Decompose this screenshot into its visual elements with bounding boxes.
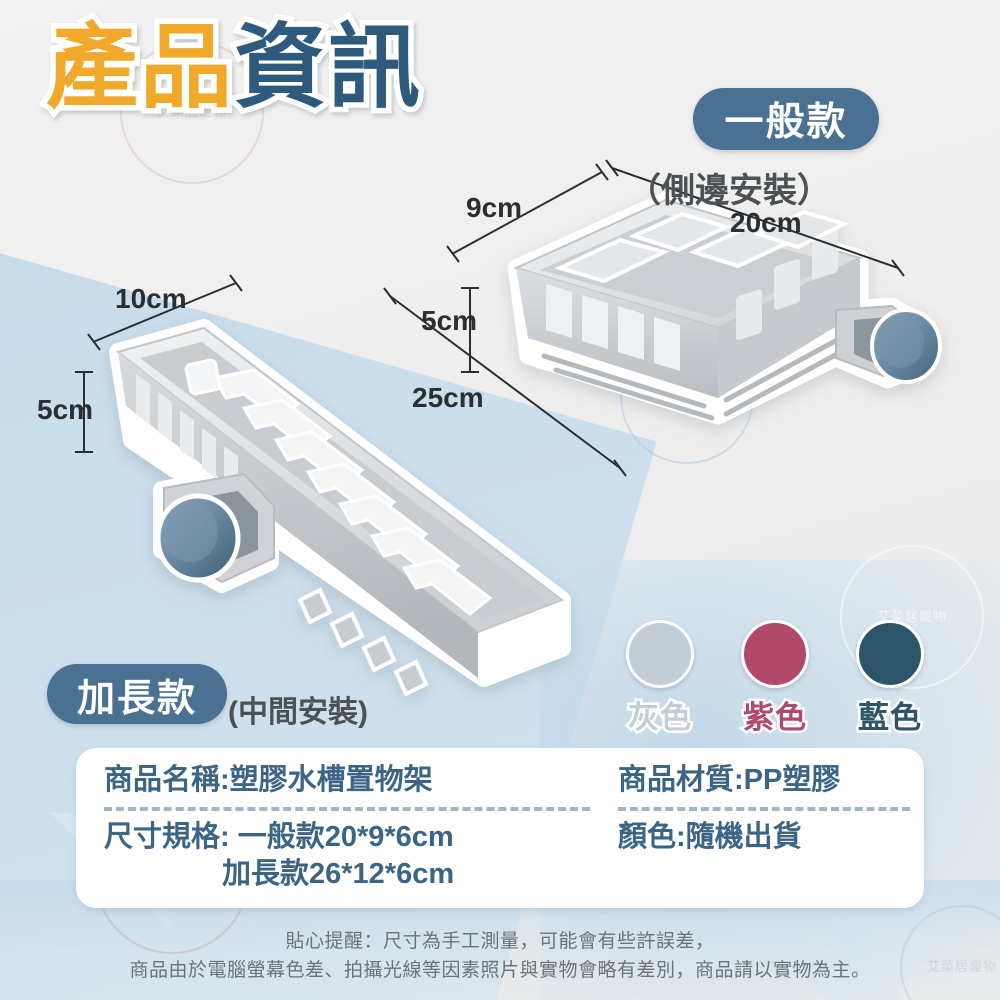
info-column-right: 商品材質:PP塑膠 顏色:隨機出貨	[604, 762, 924, 908]
dimension-label-depth-standard: 9cm	[466, 192, 523, 223]
info-material: 商品材質:PP塑膠	[618, 764, 841, 796]
dimension-label-height-long: 5cm	[37, 394, 94, 425]
color-label-gray: 灰色	[626, 698, 694, 738]
color-swatch-blue: 藍色	[840, 620, 940, 738]
color-dot-gray	[626, 620, 694, 688]
watermark: 艾菜居寵物	[120, 40, 264, 184]
footer-line-2: 商品由於電腦螢幕色差、拍攝光線等因素照片與實物會略有差別，商品請以實物為主。	[129, 959, 871, 981]
divider-left	[104, 807, 590, 812]
color-label-purple: 紫色	[741, 698, 809, 738]
divider-right	[618, 807, 910, 812]
info-size-spec: 尺寸規格: 一般款20*9*6cm	[104, 821, 454, 854]
color-swatch-gray: 灰色	[610, 620, 710, 738]
info-color: 顏色:隨機出貨	[618, 821, 802, 854]
page-title-part1: 產品	[40, 17, 237, 120]
product-info-panel: 商品名稱:塑膠水槽置物架 尺寸規格: 一般款20*9*6cm 加長款26*12*…	[76, 748, 924, 908]
color-dot-blue	[856, 620, 924, 688]
note-standard-install: （側邊安裝）	[627, 172, 831, 210]
dimension-label-height-standard: 5cm	[421, 305, 478, 336]
watermark: 艾菜居寵物	[840, 545, 984, 689]
footer-line-1: 貼心提醒：尺寸為手工測量，可能會有些許誤差，	[285, 931, 715, 952]
dimension-label-depth-long: 10cm	[115, 283, 187, 314]
dimension-label-diagonal-long: 25cm	[412, 382, 484, 413]
info-size-spec-second: 加長款26*12*6cm	[222, 858, 455, 891]
info-product-name: 商品名稱:塑膠水槽置物架	[104, 764, 433, 796]
page-title-part2: 資訊	[229, 17, 426, 120]
product-image-long	[109, 319, 571, 697]
note-long-install: (中間安裝)	[228, 696, 368, 729]
watermark: 艾菜居寵物	[900, 905, 1000, 1000]
color-dot-purple	[741, 620, 809, 688]
color-swatch-group: 灰色 紫色 藍色	[610, 620, 940, 738]
color-swatch-purple: 紫色	[725, 620, 825, 738]
badge-standard-model: 一般款	[693, 88, 879, 150]
product-image-standard	[507, 191, 942, 425]
dimension-label-width-standard: 20cm	[730, 207, 802, 238]
page-title: 產品資訊	[40, 17, 426, 120]
footer-disclaimer: 貼心提醒：尺寸為手工測量，可能會有些許誤差， 商品由於電腦螢幕色差、拍攝光線等因…	[0, 928, 1000, 985]
color-label-blue: 藍色	[856, 698, 924, 738]
info-column-left: 商品名稱:塑膠水槽置物架 尺寸規格: 一般款20*9*6cm 加長款26*12*…	[76, 762, 604, 908]
badge-long-model: 加長款	[47, 664, 227, 724]
